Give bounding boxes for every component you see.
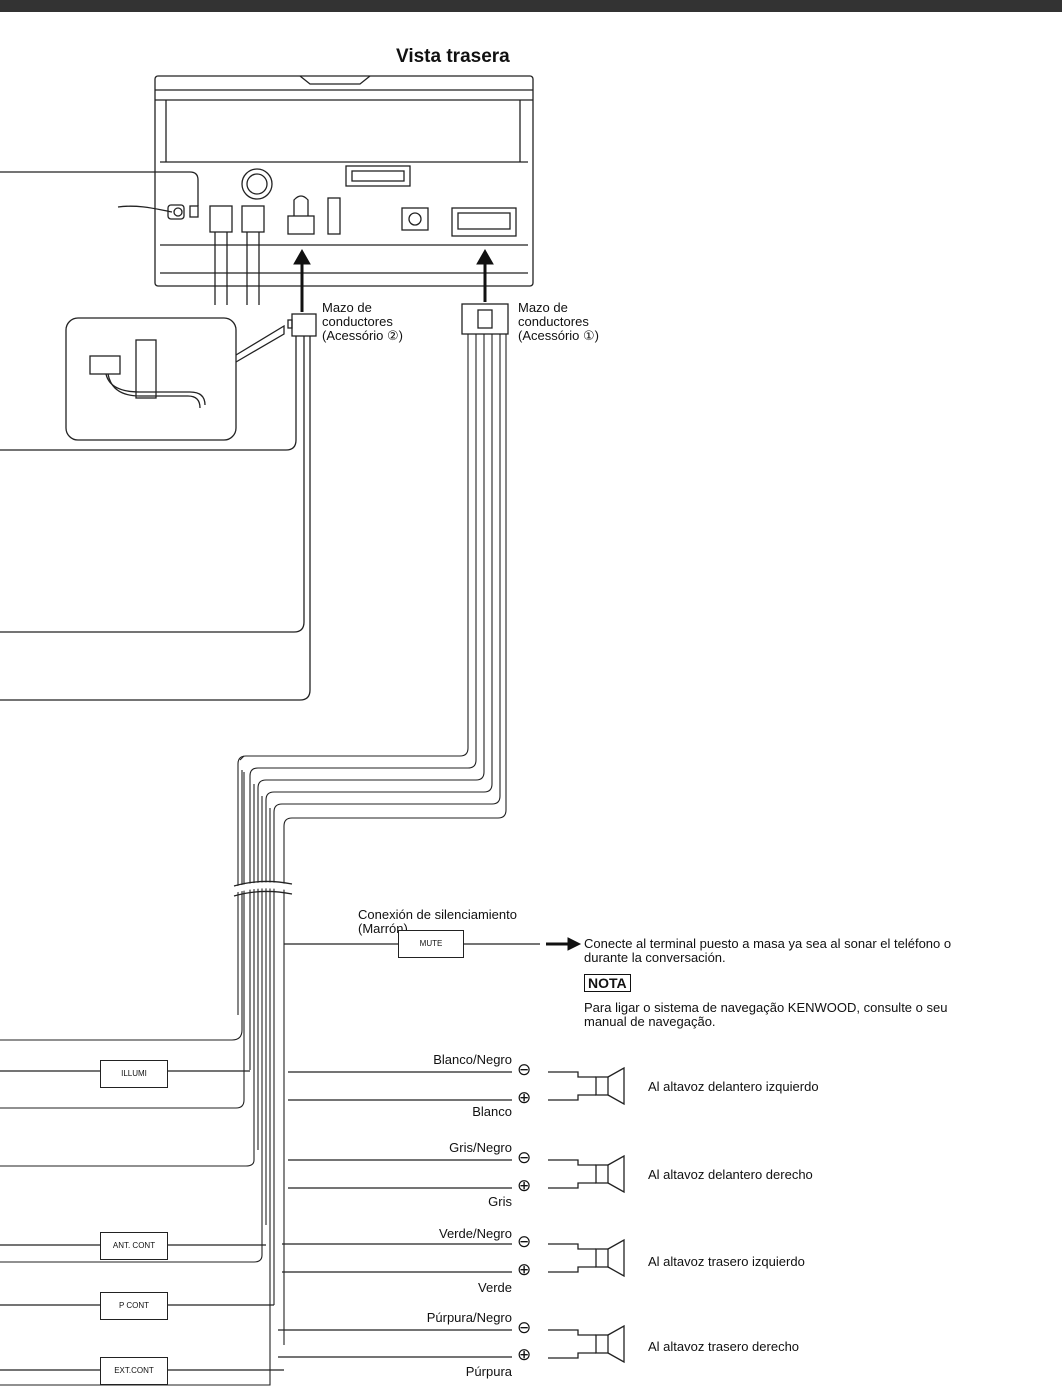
speaker-label: Al altavoz delantero derecho [648, 1167, 813, 1182]
ext-cont-box: EXT.CONT [100, 1357, 168, 1385]
plus-icon: ⊕ [517, 1345, 532, 1364]
speaker-wire-neg: Púrpura/Negro [426, 1310, 512, 1325]
top-port [345, 165, 411, 187]
minus-icon: ⊖ [517, 1148, 532, 1167]
plus-icon: ⊕ [517, 1260, 532, 1279]
speaker-label: Al altavoz trasero izquierdo [648, 1254, 805, 1269]
speaker-wire-neg: Verde/Negro [439, 1226, 512, 1241]
mute-box: MUTE [398, 930, 464, 958]
plus-icon: ⊕ [517, 1088, 532, 1107]
harness2-label: Mazo de conductores (Acessório ②) [322, 300, 404, 343]
minus-icon: ⊖ [517, 1318, 532, 1337]
plus-icon: ⊕ [517, 1176, 532, 1195]
minus-icon: ⊖ [517, 1232, 532, 1251]
unit-body [154, 75, 534, 287]
ant-cont-box: ANT. CONT [100, 1232, 168, 1260]
speaker-wire-pos: Púrpura [465, 1364, 512, 1379]
main-port [451, 207, 517, 237]
harness1-label: Mazo de conductores (Acessório ①) [518, 300, 600, 343]
din-port [241, 168, 273, 200]
speaker-wire-pos: Blanco [472, 1104, 512, 1119]
p-cont-box: P CONT [100, 1292, 168, 1320]
diagram-title: Vista trasera [396, 46, 510, 67]
top-bar [0, 0, 1062, 12]
mute-caption: Conexión de silenciamiento (Marrón) [358, 907, 517, 936]
illumi-box: ILLUMI [100, 1060, 168, 1088]
speaker-wire-neg: Gris/Negro [449, 1140, 512, 1155]
nota-label: NOTA [584, 974, 631, 992]
speaker-wire-pos: Verde [478, 1280, 512, 1295]
speaker-label: Al altavoz delantero izquierdo [648, 1079, 819, 1094]
nota-text: Para ligar o sistema de navegação KENWOO… [584, 1000, 948, 1029]
minus-icon: ⊖ [517, 1060, 532, 1079]
speaker-wire-pos: Gris [488, 1194, 512, 1209]
speaker-label: Al altavoz trasero derecho [648, 1339, 800, 1354]
mute-note: Conecte al terminal puesto a masa ya sea… [584, 936, 952, 965]
speaker-wire-neg: Blanco/Negro [433, 1052, 512, 1067]
small-port [401, 207, 429, 231]
